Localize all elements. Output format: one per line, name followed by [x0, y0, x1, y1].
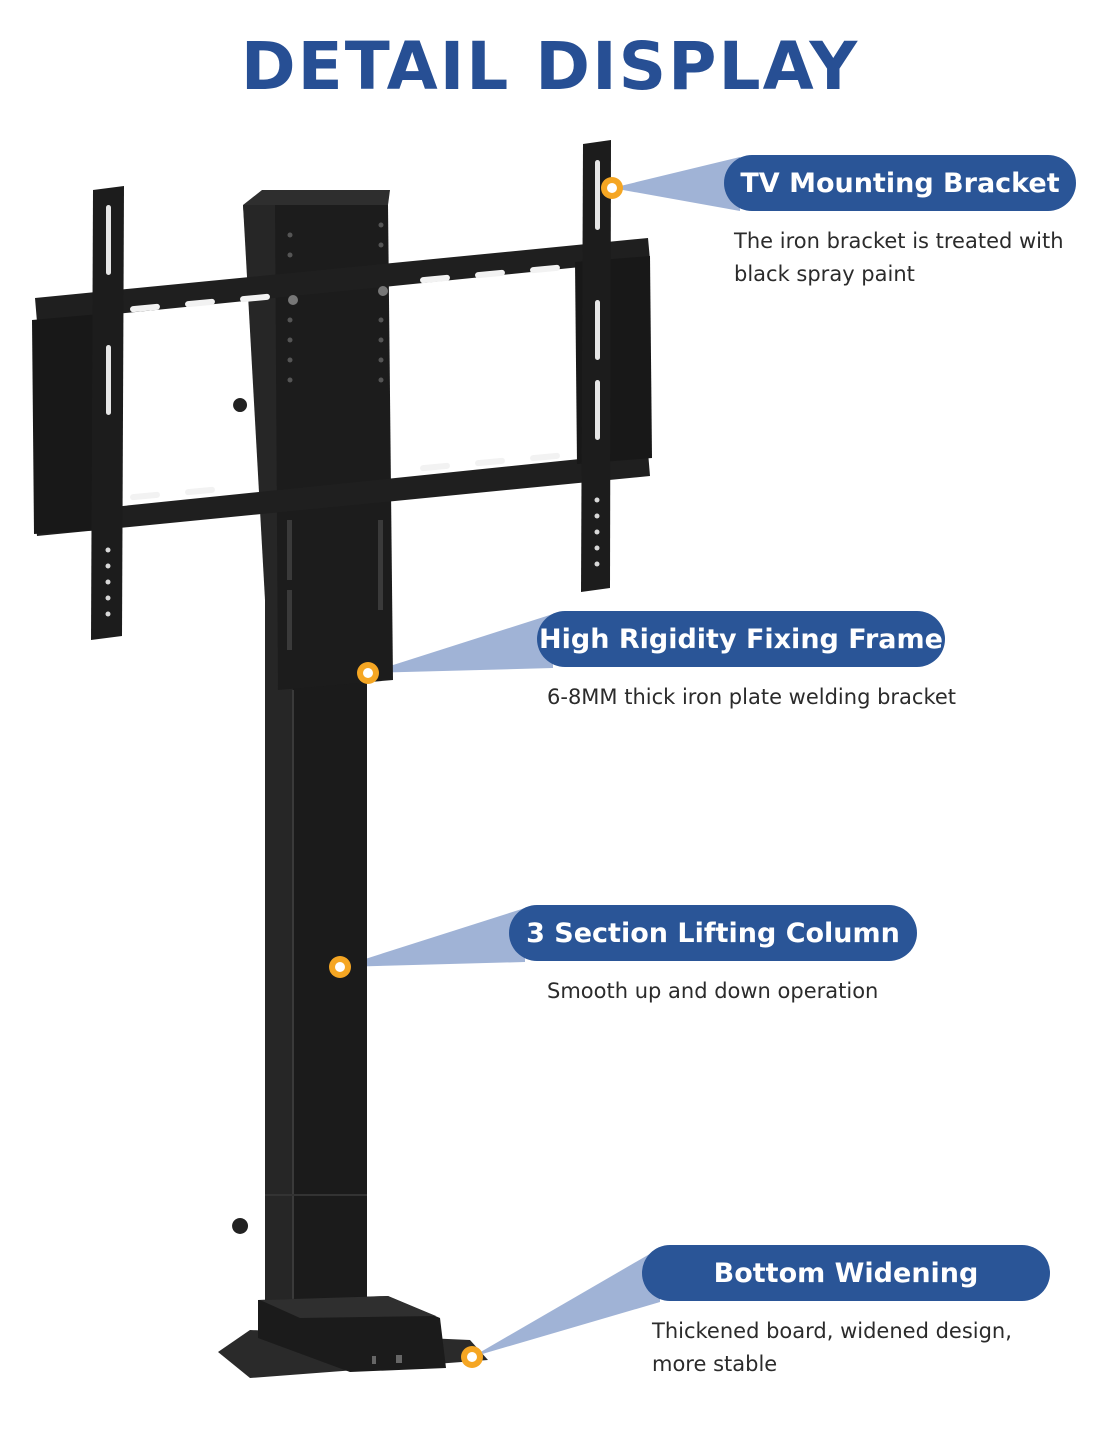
description-line: Thickened board, widened design,	[652, 1319, 1012, 1343]
description-line: 6-8MM thick iron plate welding bracket	[547, 685, 957, 709]
widened-base	[218, 1218, 488, 1378]
feature-description-fixing-frame: 6-8MM thick iron plate welding bracket	[547, 681, 956, 714]
callout-beam-mounting-bracket	[612, 157, 740, 211]
feature-description-lifting-column: Smooth up and down operation	[547, 975, 878, 1008]
marker-lifting-column	[329, 956, 351, 978]
description-line: Smooth up and down operation	[547, 979, 879, 1003]
feature-label-fixing-frame: High Rigidity Fixing Frame	[537, 611, 945, 667]
callout-beam-fixing-frame	[368, 614, 553, 673]
feature-label-bottom-widening: Bottom Widening	[642, 1245, 1050, 1301]
feature-label-mounting-bracket: TV Mounting Bracket	[724, 155, 1076, 211]
page-title: DETAIL DISPLAY	[240, 28, 860, 105]
marker-fixing-frame	[357, 662, 379, 684]
vertical-bracket-arms	[91, 140, 611, 640]
feature-description-mounting-bracket: The iron bracket is treated with black s…	[734, 225, 1064, 291]
marker-mounting-bracket	[601, 177, 623, 199]
callout-markers	[329, 177, 623, 1368]
fixing-frame	[233, 190, 393, 690]
marker-bottom-widening	[461, 1346, 483, 1368]
callout-beam-bottom-widening	[472, 1248, 660, 1357]
feature-description-bottom-widening: Thickened board, widened design, more st…	[652, 1315, 1012, 1381]
callout-beam-lifting-column	[340, 908, 525, 967]
description-line: more stable	[652, 1352, 778, 1376]
description-line: black spray paint	[734, 262, 915, 286]
feature-label-lifting-column: 3 Section Lifting Column	[509, 905, 917, 961]
description-line: The iron bracket is treated with	[734, 229, 1064, 253]
callout-beams	[340, 157, 740, 1357]
